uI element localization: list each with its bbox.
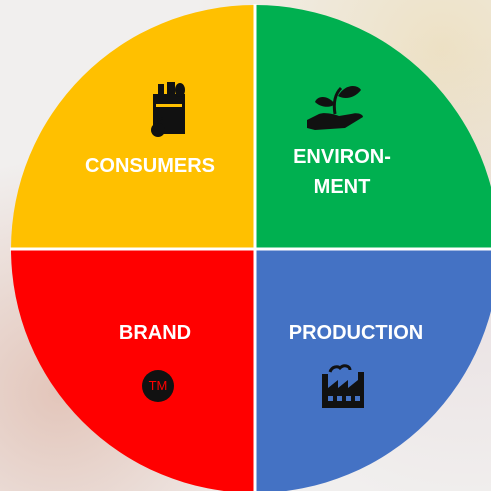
hand-plant-icon	[307, 86, 363, 130]
consumers-label: CONSUMERS	[84, 155, 215, 177]
factory-icon	[322, 364, 364, 408]
production-quadrant	[255, 249, 491, 491]
environment-label-line1: ENVIRON-	[293, 146, 391, 168]
brand-quadrant	[11, 249, 255, 491]
grocery-bag-icon	[151, 82, 185, 137]
production-label: PRODUCTION	[288, 322, 424, 344]
brand-label: BRAND	[118, 322, 192, 344]
environment-label-line2: MENT	[313, 176, 371, 198]
trademark-icon: TM	[142, 370, 174, 402]
environment-quadrant	[255, 5, 491, 249]
consumers-quadrant	[11, 5, 255, 249]
